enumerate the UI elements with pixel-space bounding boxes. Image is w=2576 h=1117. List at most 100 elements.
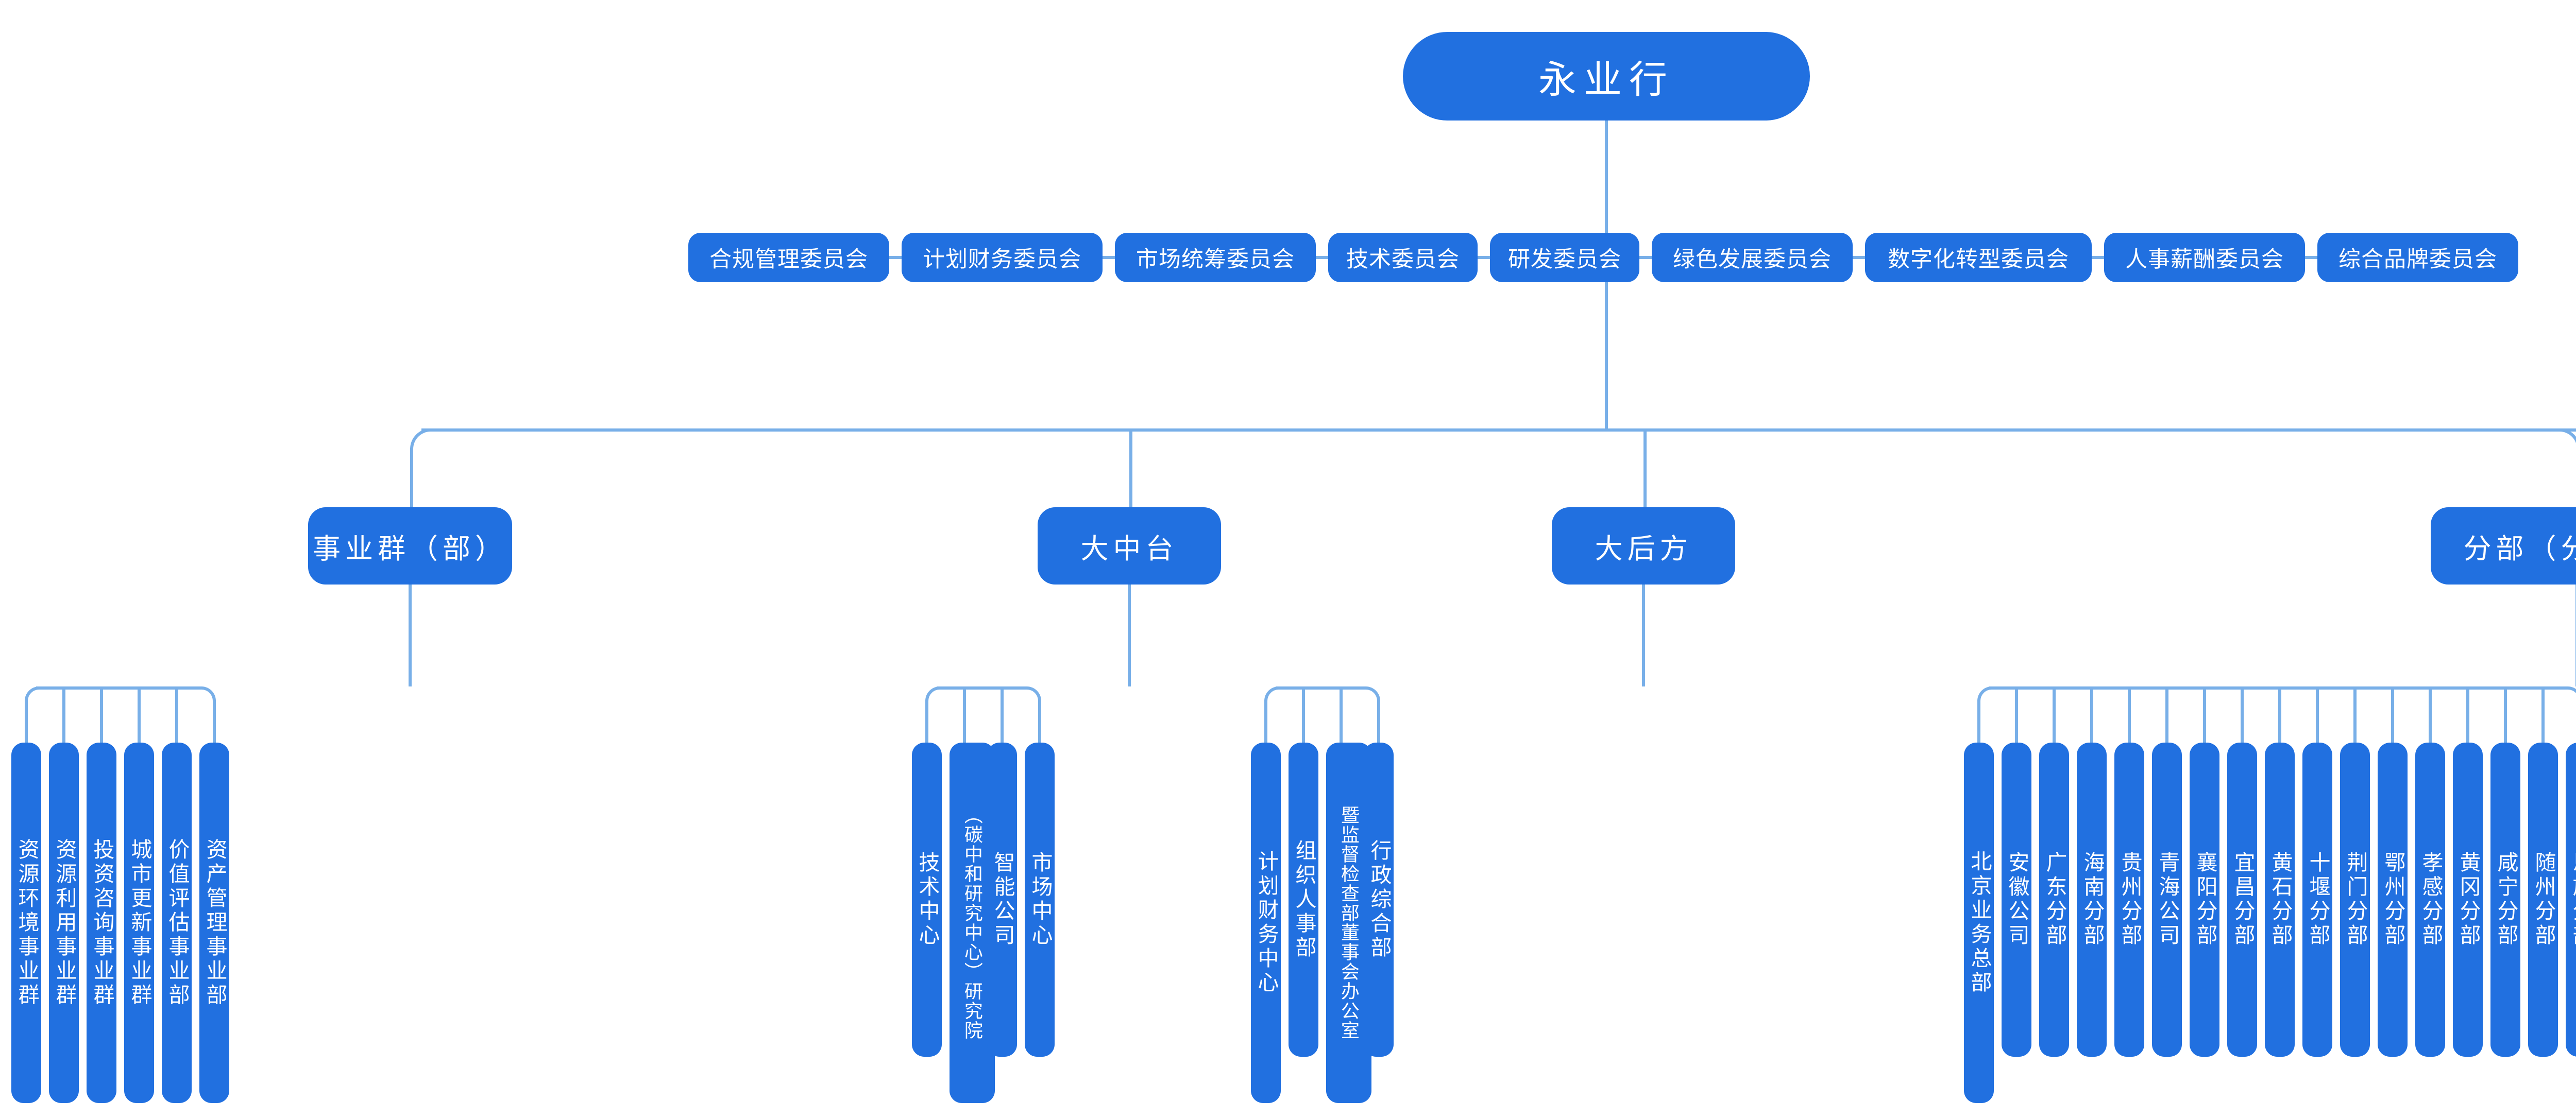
- leaf-label: 投资咨询事业群: [90, 838, 114, 1008]
- committee-node-8[interactable]: 人事薪酬委员会: [2104, 233, 2305, 282]
- leaf-label: 咸宁分部: [2494, 851, 2518, 948]
- leaf-drop: [213, 700, 216, 743]
- leaf-label: 青海公司: [2155, 851, 2179, 948]
- committee-label: 人事薪酬委员会: [2125, 247, 2284, 272]
- leaf-label: 随州分部: [2531, 851, 2555, 948]
- leaf-node[interactable]: 组织人事部: [1289, 743, 1318, 1057]
- leaf-label: 安徽公司: [2005, 851, 2029, 948]
- committee-link-6: [1853, 256, 1865, 259]
- leaf-drop: [2391, 689, 2394, 743]
- leaf-bus-left-elbow-1: [25, 686, 39, 701]
- leaf-drop: [100, 689, 103, 743]
- leaf-drop: [175, 689, 178, 743]
- leaf-drop: [62, 689, 65, 743]
- leaf-drop: [2353, 689, 2357, 743]
- leaf-label: 智能公司: [990, 851, 1014, 948]
- leaf-node[interactable]: 计划财务中心: [1251, 743, 1281, 1103]
- committee-label: 综合品牌委员会: [2338, 247, 2497, 272]
- leaf-node[interactable]: 孝感分部: [2415, 743, 2445, 1057]
- leaf-label: 行政综合部: [1367, 839, 1391, 960]
- leaf-drop: [2203, 689, 2206, 743]
- leaf-node[interactable]: 资源环境事业群: [11, 743, 41, 1103]
- leaf-label: 资源利用事业群: [52, 838, 76, 1008]
- division-stem-1: [409, 585, 412, 686]
- leaf-node[interactable]: 行政综合部: [1364, 743, 1394, 1057]
- leaf-drop: [2241, 689, 2244, 743]
- committee-node-4[interactable]: 技术委员会: [1328, 233, 1478, 282]
- division-node-3[interactable]: 大后方: [1552, 507, 1735, 585]
- leaf-drop: [2541, 689, 2545, 743]
- committee-node-7[interactable]: 数字化转型委员会: [1865, 233, 2092, 282]
- leaf-label: 黄石分部: [2268, 851, 2292, 948]
- committee-node-5[interactable]: 研发委员会: [1490, 233, 1639, 282]
- leaf-node[interactable]: 资产管理事业部: [199, 743, 229, 1103]
- leaf-node[interactable]: 襄阳分部: [2190, 743, 2219, 1057]
- division-node-2[interactable]: 大中台: [1038, 507, 1221, 585]
- leaf-drop: [1340, 689, 1343, 743]
- root-node[interactable]: 永业行: [1403, 32, 1810, 121]
- leaf-node[interactable]: 投资咨询事业群: [87, 743, 116, 1103]
- committee-node-9[interactable]: 综合品牌委员会: [2317, 233, 2518, 282]
- leaf-node[interactable]: 价值评估事业部: [162, 743, 192, 1103]
- leaf-label: 海南分部: [2080, 851, 2104, 948]
- division-bus-left-elbow: [410, 428, 434, 452]
- division-bus: [421, 428, 2576, 432]
- committee-node-3[interactable]: 市场统筹委员会: [1115, 233, 1316, 282]
- leaf-label: 价值评估事业部: [165, 838, 189, 1008]
- leaf-node[interactable]: 荆门分部: [2340, 743, 2370, 1057]
- leaf-node[interactable]: 黄石分部: [2265, 743, 2295, 1057]
- committee-label: 市场统筹委员会: [1136, 247, 1295, 272]
- division-drop-2: [1129, 432, 1132, 509]
- leaf-node[interactable]: 青海公司: [2152, 743, 2182, 1057]
- leaf-drop: [2053, 689, 2056, 743]
- leaf-node[interactable]: 广东分部: [2039, 743, 2069, 1057]
- leaf-node[interactable]: 市场中心: [1025, 743, 1055, 1057]
- leaf-node[interactable]: 黄冈分部: [2453, 743, 2483, 1057]
- leaf-node[interactable]: 海南分部: [2077, 743, 2107, 1057]
- leaf-drop: [2128, 689, 2131, 743]
- leaf-label: 技术中心: [915, 851, 939, 948]
- leaf-drop: [2466, 689, 2469, 743]
- division-label: 分部（分公司）: [2463, 533, 2576, 564]
- committee-node-6[interactable]: 绿色发展委员会: [1652, 233, 1853, 282]
- division-node-1[interactable]: 事业群（部）: [308, 507, 512, 585]
- division-drop-3: [1643, 432, 1647, 509]
- leaf-node[interactable]: 随州分部: [2528, 743, 2558, 1057]
- leaf-drop: [1377, 700, 1380, 743]
- leaf-drop: [2504, 689, 2507, 743]
- leaf-label: 城市更新事业群: [127, 838, 151, 1008]
- committee-link-7: [2092, 256, 2104, 259]
- leaf-bus-right-elbow-3: [1366, 686, 1380, 701]
- leaf-label: 孝感分部: [2418, 851, 2443, 948]
- leaf-node[interactable]: 城市更新事业群: [124, 743, 154, 1103]
- leaf-label: 市场中心: [1028, 851, 1052, 948]
- division-label: 大后方: [1595, 533, 1692, 564]
- division-bus-right-elbow: [2556, 428, 2576, 452]
- leaf-drop: [1001, 689, 1004, 743]
- leaf-node[interactable]: 贵州分部: [2114, 743, 2144, 1057]
- leaf-node[interactable]: 安徽公司: [2002, 743, 2031, 1057]
- leaf-node[interactable]: 北京业务总部: [1964, 743, 1994, 1103]
- division-stem-3: [1642, 585, 1645, 686]
- leaf-drop: [1302, 689, 1305, 743]
- division-node-4[interactable]: 分部（分公司）: [2431, 507, 2576, 585]
- committee-label: 计划财务委员会: [923, 247, 1081, 272]
- committee-node-2[interactable]: 计划财务委员会: [902, 233, 1103, 282]
- leaf-node[interactable]: 技术中心: [912, 743, 942, 1057]
- committee-node-1[interactable]: 合规管理委员会: [688, 233, 889, 282]
- leaf-node[interactable]: 资源利用事业群: [49, 743, 79, 1103]
- leaf-label: 恩施分部: [2569, 851, 2576, 948]
- leaf-node[interactable]: 恩施分部: [2566, 743, 2576, 1057]
- leaf-label: 宜昌分部: [2230, 851, 2255, 948]
- leaf-label: 鄂州分部: [2381, 851, 2405, 948]
- leaf-drop: [2090, 689, 2093, 743]
- committee-link-4: [1478, 256, 1490, 259]
- leaf-node[interactable]: 宜昌分部: [2227, 743, 2257, 1057]
- committee-label: 技术委员会: [1346, 247, 1460, 272]
- leaf-node[interactable]: 鄂州分部: [2378, 743, 2408, 1057]
- leaf-bus-left-elbow-4: [1977, 686, 1992, 701]
- leaf-node[interactable]: 咸宁分部: [2490, 743, 2520, 1057]
- leaf-node[interactable]: 智能公司: [987, 743, 1017, 1057]
- leaf-drop: [2429, 689, 2432, 743]
- leaf-node[interactable]: 十堰分部: [2302, 743, 2332, 1057]
